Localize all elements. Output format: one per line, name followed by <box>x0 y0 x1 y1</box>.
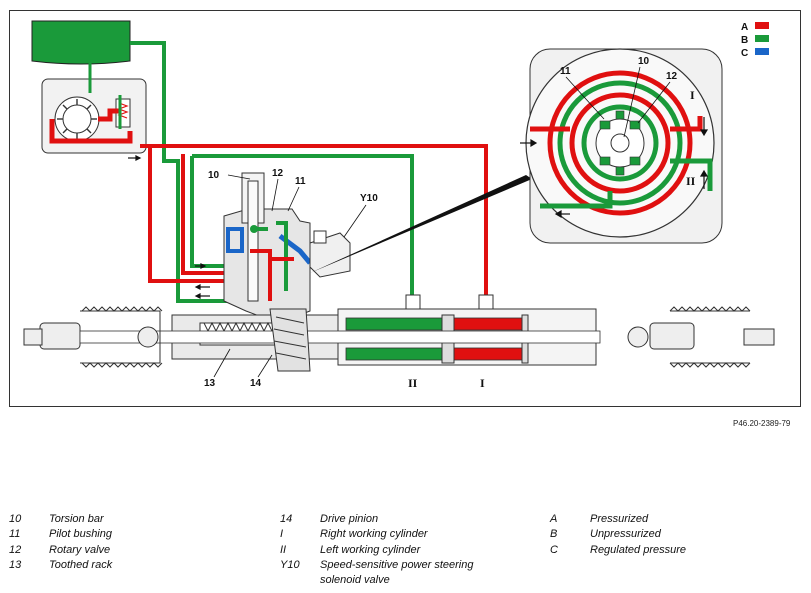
key-label: Speed-sensitive power steering solenoid … <box>320 559 474 586</box>
key-label: Unpressurized <box>590 528 661 540</box>
reservoir <box>31 20 131 65</box>
key-code: 12 <box>9 544 22 556</box>
key-code: II <box>280 544 287 556</box>
legend-swatch-b <box>755 35 769 42</box>
key-code: 13 <box>9 559 22 571</box>
key-code: C <box>550 544 558 556</box>
detail-callout-i: I <box>690 88 695 102</box>
callout-14: 14 <box>250 378 262 389</box>
legend-letter-a: A <box>741 22 748 33</box>
callout-cylinder-ii: II <box>408 376 418 390</box>
key-label: Pilot bushing <box>49 528 112 540</box>
detail-callout-12: 12 <box>666 71 678 82</box>
figure-reference: P46.20-2389-79 <box>733 419 791 428</box>
legend-letter-b: B <box>741 35 748 46</box>
legend-letter-c: C <box>741 48 748 59</box>
key-label: Drive pinion <box>320 513 379 525</box>
color-legend: A B C <box>741 22 769 59</box>
callout-cylinder-i: I <box>480 376 485 390</box>
solenoid-valve-y10 <box>309 230 351 278</box>
key-code: Y10 <box>280 559 300 571</box>
callout-labels: 10 12 11 Y10 13 14 II I 10 11 12 I II <box>204 56 696 390</box>
callout-13: 13 <box>204 378 216 389</box>
key-label: Right working cylinder <box>320 528 428 540</box>
diagram-frame: 10 12 11 Y10 13 14 II I 10 11 12 I II A … <box>9 10 801 407</box>
callout-12: 12 <box>272 168 284 179</box>
detail-callout-11: 11 <box>560 66 571 77</box>
key-label: Pressurized <box>590 513 649 525</box>
key-label: Torsion bar <box>49 513 104 525</box>
steering-valve-housing <box>223 172 312 324</box>
key-code: 14 <box>280 513 293 525</box>
key-code: A <box>550 513 558 525</box>
key-label: Toothed rack <box>49 559 113 571</box>
key-label: Rotary valve <box>49 544 111 556</box>
key-code: B <box>550 528 558 540</box>
callout-10: 10 <box>208 170 220 181</box>
legend-swatch-a <box>755 22 769 29</box>
detail-callout-ii: II <box>686 174 696 188</box>
rotary-valve-detail <box>520 48 723 244</box>
rack-assembly <box>23 294 775 372</box>
legend-swatch-c <box>755 48 769 55</box>
key-code: 11 <box>9 528 21 540</box>
key-code: 10 <box>9 513 22 525</box>
callout-y10: Y10 <box>360 193 378 204</box>
key-label: Left working cylinder <box>320 544 421 556</box>
detail-callout-10: 10 <box>638 56 650 67</box>
callout-11: 11 <box>295 176 306 187</box>
key-label: Regulated pressure <box>590 544 687 556</box>
key-code: I <box>280 528 284 540</box>
power-steering-diagram: 10 12 11 Y10 13 14 II I 10 11 12 I II A … <box>23 20 775 390</box>
